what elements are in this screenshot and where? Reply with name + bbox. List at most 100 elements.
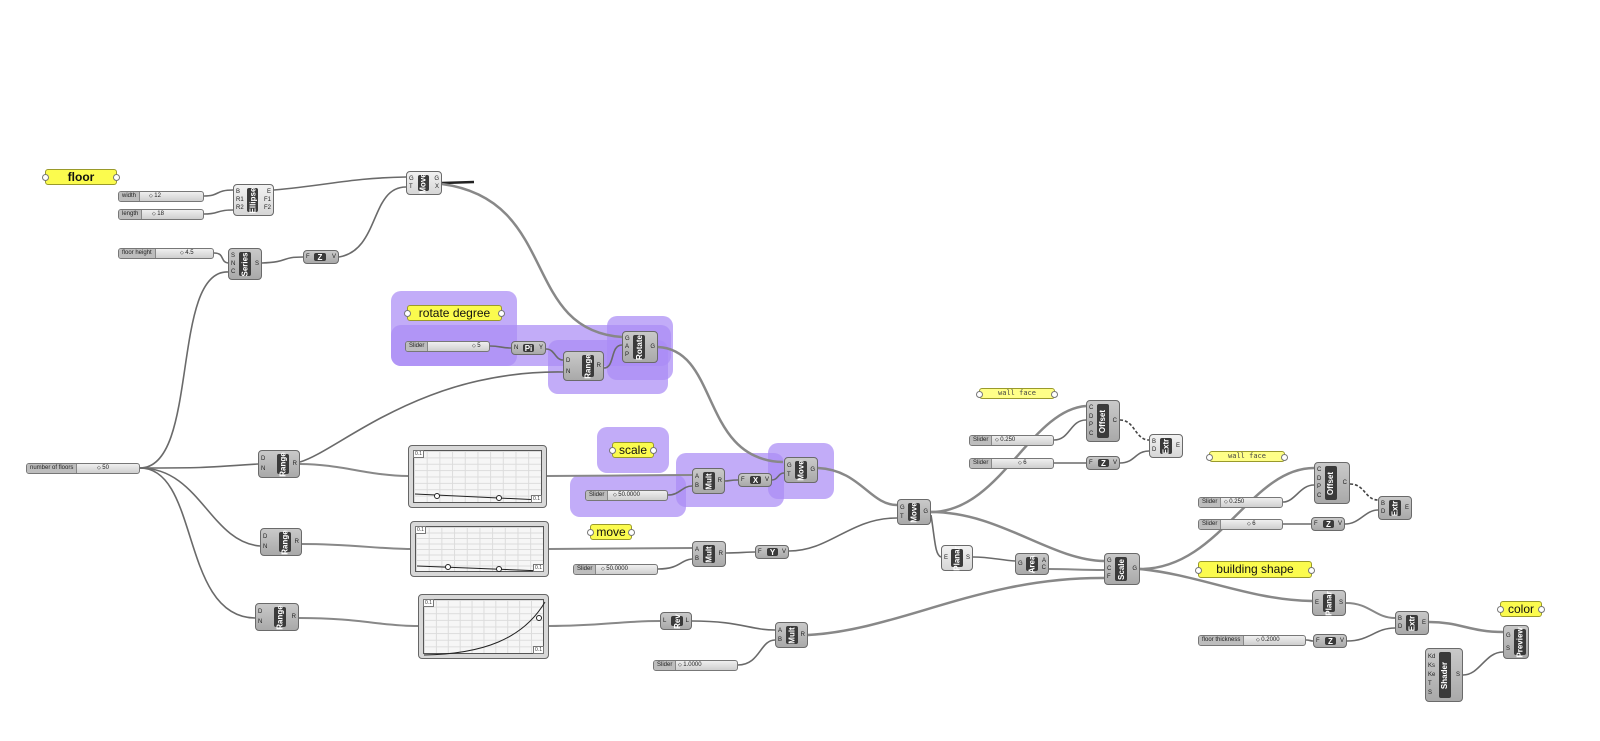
panel-color[interactable]: color xyxy=(1497,601,1545,617)
component-pi[interactable]: N Pi Y xyxy=(511,341,546,355)
graph-handle[interactable] xyxy=(496,566,502,572)
component-unit-z-3[interactable]: F Z V xyxy=(1311,517,1345,531)
component-core: Series xyxy=(239,251,251,277)
slider-label: length xyxy=(119,210,143,219)
component-unit-z-2[interactable]: F Z V xyxy=(1086,456,1120,470)
slider-rotate[interactable]: Slider 5 xyxy=(405,341,490,352)
slider-width[interactable]: width 12 xyxy=(118,191,204,202)
component-core: Y xyxy=(767,548,778,557)
component-inputs: F xyxy=(1089,460,1093,466)
component-outputs: L xyxy=(685,618,689,624)
component-core: Offset xyxy=(1325,466,1337,500)
graph-handle[interactable] xyxy=(496,495,502,501)
slider-label: Slider xyxy=(586,491,609,500)
component-outputs: G xyxy=(810,467,815,473)
component-unit-x[interactable]: F X V xyxy=(738,473,772,487)
slider-value: 0.250 xyxy=(1224,498,1244,507)
component-inputs: N xyxy=(514,345,519,351)
slider-floor-height[interactable]: floor height 4.5 xyxy=(118,248,214,259)
component-outputs: S xyxy=(1338,600,1343,606)
component-outputs: S xyxy=(965,555,970,561)
slider-extr-1[interactable]: Slider 6 xyxy=(969,458,1054,469)
slider-floor-thickness[interactable]: floor thickness 0.2000 xyxy=(1198,635,1306,646)
component-planar-2[interactable]: E Planar S xyxy=(1312,590,1346,616)
graph-mapper-3[interactable]: 0.1 0.1 xyxy=(418,594,549,659)
component-planar-1[interactable]: E Planar S xyxy=(941,545,973,571)
panel-move[interactable]: move xyxy=(587,524,635,540)
component-core: Mult xyxy=(703,472,715,490)
slider-extr-2[interactable]: Slider 6 xyxy=(1198,519,1283,530)
graph-caption: 0.1 xyxy=(423,599,434,607)
slider-length[interactable]: length 18 xyxy=(118,209,204,220)
graph-handle[interactable] xyxy=(536,615,542,621)
component-unit-z-4[interactable]: F Z V xyxy=(1313,634,1347,648)
slider-number-of-floors[interactable]: number of floors 50 xyxy=(26,463,140,474)
slider-label: Slider xyxy=(406,342,429,351)
component-rev[interactable]: L Rev L xyxy=(660,612,692,630)
slider-scale-factor[interactable]: Slider 50.0000 xyxy=(585,490,668,501)
panel-wall-face-2[interactable]: wall face xyxy=(1206,451,1288,462)
slider-move-factor[interactable]: Slider 50.0000 xyxy=(573,564,658,575)
component-outputs: E xyxy=(1421,620,1426,626)
component-outputs: E xyxy=(1175,443,1180,449)
component-outputs: R xyxy=(717,478,722,484)
slider-offset-1[interactable]: Slider 0.250 xyxy=(969,435,1054,446)
component-outputs: R xyxy=(292,461,297,467)
panel-building-shape[interactable]: building shape xyxy=(1195,561,1315,578)
component-outputs: V xyxy=(331,254,336,260)
slider-label: width xyxy=(119,192,141,201)
slider-label: Slider xyxy=(654,661,677,670)
graph-handle[interactable] xyxy=(445,564,451,570)
graph-handle[interactable] xyxy=(434,493,440,499)
graph-mapper-2[interactable]: 0.1 0.1 xyxy=(410,521,549,577)
component-core: Planar xyxy=(1323,590,1335,616)
component-core: Move xyxy=(908,501,920,523)
panel-rotate-degree[interactable]: rotate degree xyxy=(404,305,505,321)
panel-wall-face-1[interactable]: wall face xyxy=(976,388,1058,399)
component-outputs: G xyxy=(650,344,655,350)
graph-curve[interactable] xyxy=(413,450,544,505)
graph-curve[interactable] xyxy=(423,599,546,656)
panel-floor[interactable]: floor xyxy=(42,169,120,185)
component-inputs: L xyxy=(663,618,667,624)
component-unit-y[interactable]: F Y V xyxy=(755,545,789,559)
slider-label: floor thickness xyxy=(1199,636,1245,645)
component-unit-z[interactable]: F Z V xyxy=(303,250,339,264)
graph-mapper-1[interactable]: 0.1 0.1 xyxy=(408,445,547,508)
slider-offset-2[interactable]: Slider 0.250 xyxy=(1198,497,1283,508)
component-core: Extr xyxy=(1389,500,1401,516)
graph-curve[interactable] xyxy=(415,526,546,574)
component-core: X xyxy=(750,476,761,485)
panel-scale[interactable]: scale xyxy=(609,442,657,458)
component-outputs: V xyxy=(764,477,769,483)
slider-mult-factor[interactable]: Slider 1.0000 xyxy=(653,660,738,671)
